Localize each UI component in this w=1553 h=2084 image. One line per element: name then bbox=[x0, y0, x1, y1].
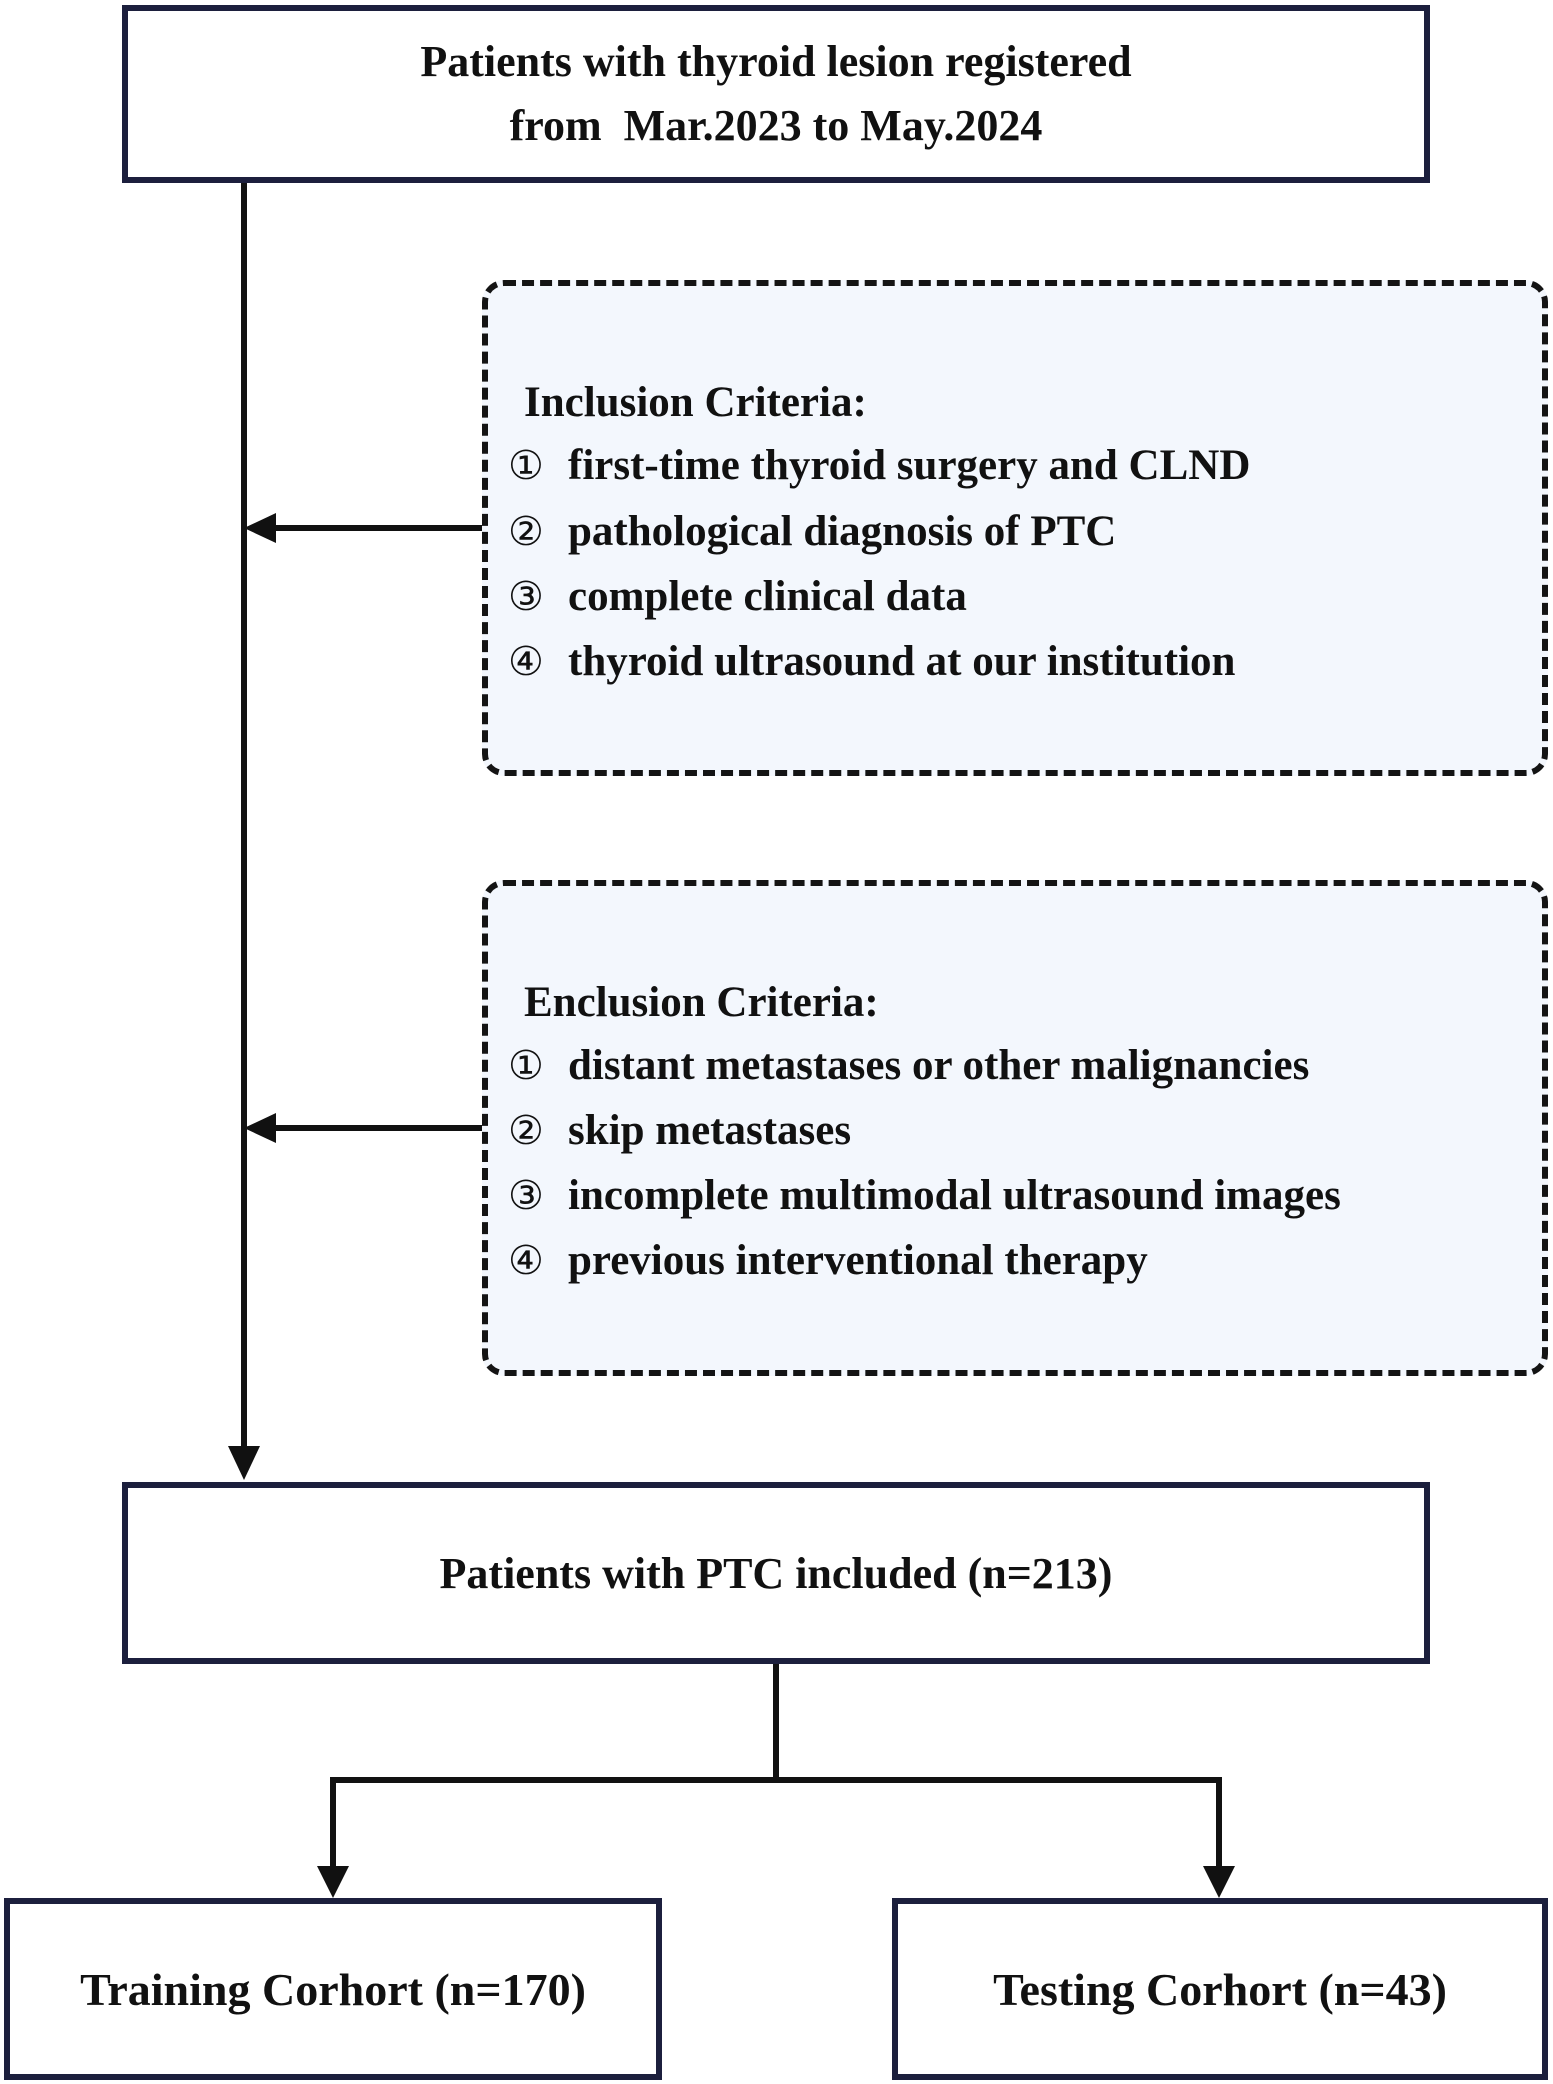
registered-patients-line1: Patients with thyroid lesion registered bbox=[420, 37, 1132, 86]
included-patients-box: Patients with PTC included (n=213) bbox=[122, 1482, 1430, 1664]
exclusion-criteria-title: Enclusion Criteria: bbox=[524, 979, 879, 1026]
registered-patients-line2: from Mar.2023 to May.2024 bbox=[509, 101, 1043, 150]
included-patients-label: Patients with PTC included (n=213) bbox=[439, 1548, 1113, 1598]
training-cohort-box: Training Corhort (n=170) bbox=[4, 1898, 662, 2080]
arrow-to-training bbox=[317, 1866, 349, 1898]
registered-patients-box: Patients with thyroid lesion registered … bbox=[122, 5, 1430, 183]
arrow-from-inclusion bbox=[244, 513, 276, 543]
testing-cohort-box: Testing Corhort (n=43) bbox=[892, 1898, 1548, 2080]
testing-cohort-label: Testing Corhort (n=43) bbox=[993, 1963, 1447, 2015]
arrow-to-testing bbox=[1203, 1866, 1235, 1898]
training-cohort-label: Training Corhort (n=170) bbox=[80, 1963, 586, 2015]
arrow-from-exclusion bbox=[244, 1113, 276, 1143]
arrow-to-included bbox=[228, 1446, 260, 1480]
inclusion-criteria-title: Inclusion Criteria: bbox=[524, 379, 867, 426]
